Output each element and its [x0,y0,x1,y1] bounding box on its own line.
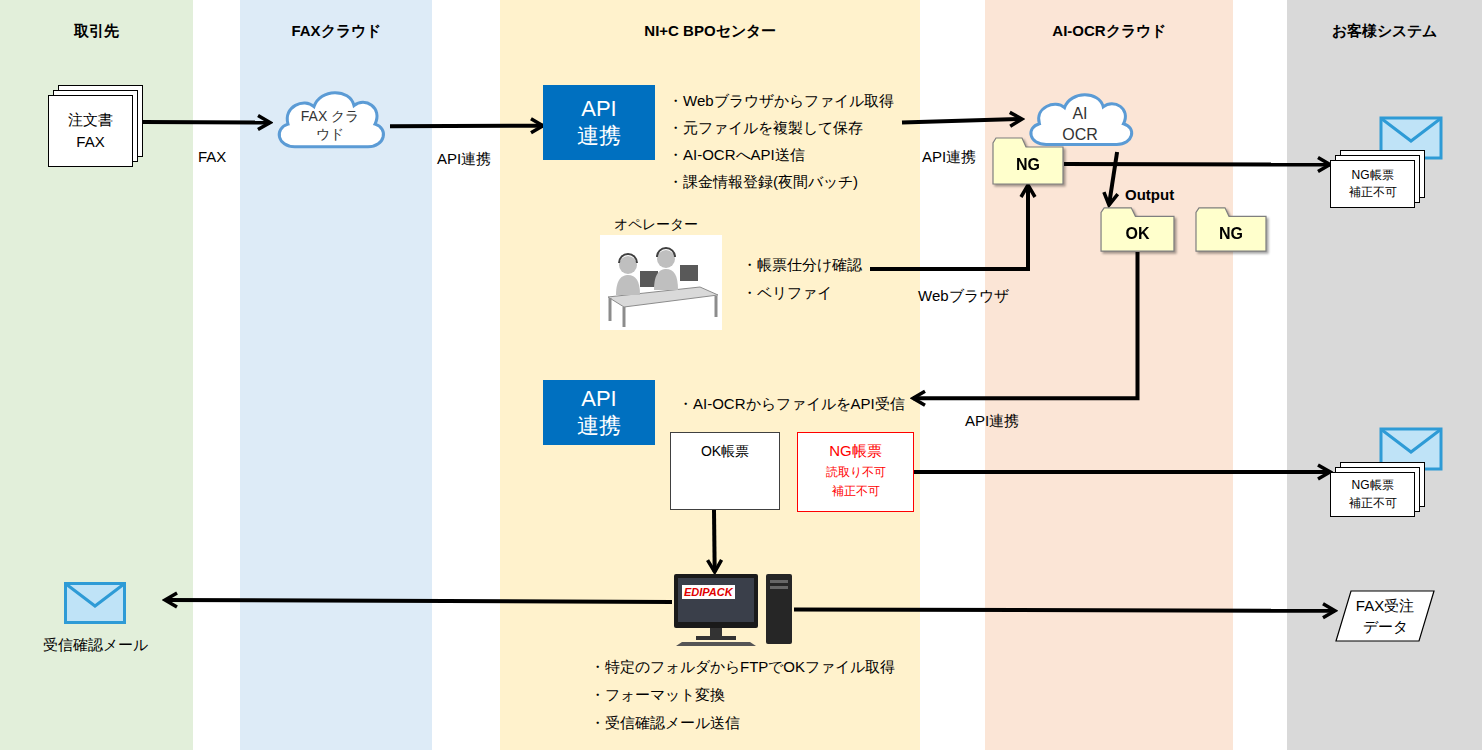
bullet-text: ・課金情報登録(夜間バッチ) [668,168,894,195]
cloud-service: FAX クラウド [270,83,390,155]
operator-row: ・帳票仕分け確認・ベリファイ [600,235,870,330]
operator-label: オペレーター [614,213,870,235]
swimlane-band: お客様システム NG帳票 補正不可 NG帳票 補正不可 FAX受注 データ [1287,0,1482,750]
swimlane-band: AI-OCRクラウドAI OCRNGOKNG [985,0,1233,750]
step-text: ・受信確認メール送信 [590,714,740,733]
mail-node: 受信確認メール [25,580,165,660]
lane-heading: AI-OCRクラウド [985,0,1233,41]
folder-icon: NG [992,135,1064,185]
document-label: 注文書 FAX [61,109,121,153]
box-label: OK帳票 [671,443,779,461]
data-label: FAX受注 データ [1349,595,1421,637]
edge-label: API連携 [922,148,976,167]
computer-icon: EDIPACK [672,572,794,647]
mail-label: 受信確認メール [25,636,165,655]
flow-arrow [712,510,717,572]
output-label: Output [1125,186,1174,203]
folder-icon: OK [1100,205,1175,252]
operator-group: オペレーター・帳票仕分け確認・ベリファイ [600,213,870,335]
folder-label: OK [1126,225,1150,243]
lane-heading: 取引先 [0,0,193,41]
bullet-text: ・ベリファイ [742,279,862,307]
document-label: NG帳票 補正不可 [1346,167,1400,202]
band-ground [500,0,920,750]
folder-icon: NG [1195,205,1267,252]
edge-label: API連携 [437,150,491,169]
document-label: NG帳票 補正不可 [1346,477,1400,512]
band-ground [985,0,1233,750]
product-logo: EDIPACK [682,585,735,599]
flow-arrow [143,120,270,125]
document-stack: NG帳票 補正不可 [1330,150,1425,208]
step-text: ・特定のフォルダからFTPでOKファイル取得 [590,658,895,677]
error-title: NG帳票 [798,441,913,461]
flow-arrow [794,610,1335,611]
data-output: FAX受注 データ [1335,590,1435,642]
band-ground [1287,0,1482,750]
cloud-label: FAX クラウド [299,107,362,143]
result-box: OK帳票 [670,432,780,510]
bullet-list: ・Webブラウザからファイル取得・元ファイルを複製して保存・AI-OCRへAPI… [668,85,894,195]
folder-label: NG [1016,156,1040,174]
flow-arrow [1064,162,1330,167]
lane-heading: FAXクラウド [240,0,432,41]
computer-outline [672,572,794,647]
band-ground [0,0,193,750]
flow-arrow [870,185,1028,269]
step-text: ・フォーマット変換 [590,686,725,705]
document-stack: 注文書 FAX [48,85,143,167]
api-box: API 連携 [543,380,655,445]
bullet-list: ・AI-OCRからファイルをAPI受信 [678,380,905,417]
swimlane-band: FAXクラウド FAX クラウド [240,0,432,750]
flow-arrow [165,600,672,602]
flow-arrow [1109,152,1117,205]
bullet-text: ・元ファイルを複製して保存 [668,114,894,141]
bullet-list: ・帳票仕分け確認・ベリファイ [742,235,862,307]
mail-icon [64,582,126,624]
lane-heading: NI+C BPOセンター [500,0,920,41]
bullet-text: ・AI-OCRからファイルをAPI受信 [678,390,905,417]
bullet-text: ・帳票仕分け確認 [742,251,862,279]
edge-label: Webブラウザ [918,287,1009,306]
flow-arrow [914,470,1330,474]
bullet-text: ・Webブラウザからファイル取得 [668,87,894,114]
lane-heading: お客様システム [1287,0,1482,41]
api-process: API 連携・Webブラウザからファイル取得・元ファイルを複製して保存・AI-O… [543,85,902,195]
document-stack: NG帳票 補正不可 [1330,462,1425,517]
edge-label: FAX [198,148,226,165]
flow-arrow [390,124,543,129]
operator-illustration [600,235,722,330]
folder-label: NG [1219,225,1243,243]
cloud-label: AI OCR [1056,104,1104,146]
flow-arrow [902,119,1022,122]
edge-label: API連携 [965,412,1019,431]
swimlane-band: NI+C BPOセンターAPI 連携・Webブラウザからファイル取得・元ファイル… [500,0,920,750]
error-detail: 読取り不可 補正不可 [823,463,889,501]
cloud-service: AI OCR [1022,86,1138,152]
api-box: API 連携 [543,85,655,160]
swimlane-band: 取引先注文書 FAX 受信確認メール [0,0,193,750]
bullet-text: ・AI-OCRへAPI送信 [668,141,894,168]
error-box: NG帳票読取り不可 補正不可 [797,432,914,512]
flow-arrow [913,252,1138,398]
band-ground [240,0,432,750]
